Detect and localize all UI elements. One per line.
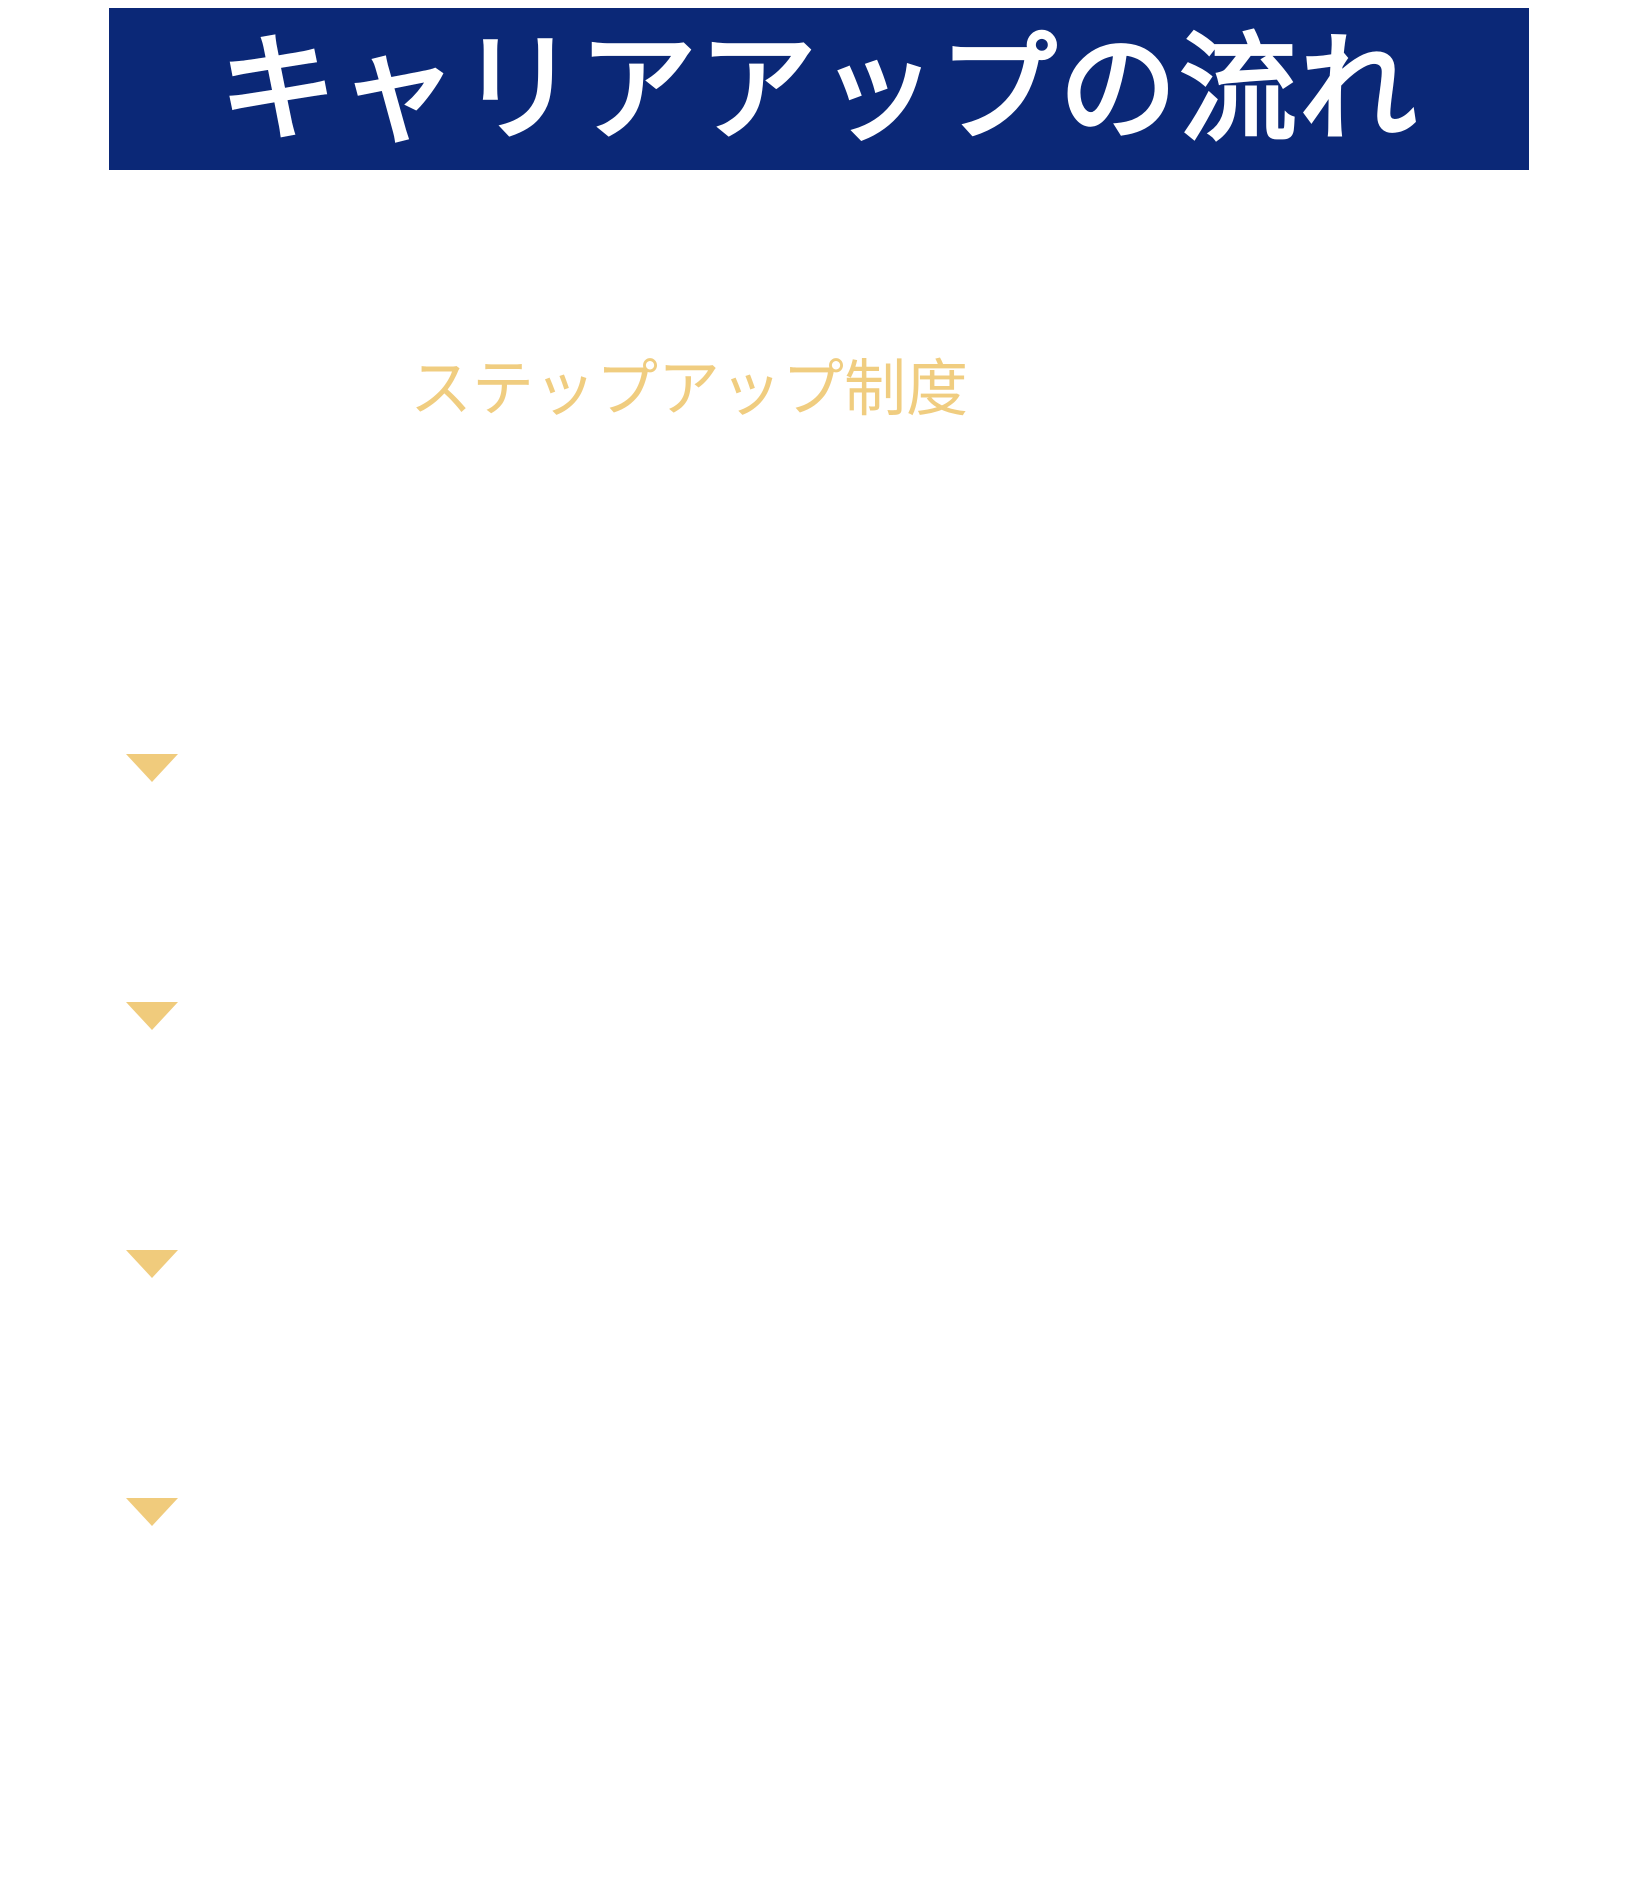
down-arrow-icon — [126, 1002, 178, 1030]
down-arrow-icon — [126, 1498, 178, 1526]
section-subtitle: ステップアップ制度 — [410, 352, 969, 425]
down-arrow-icon — [126, 754, 178, 782]
down-arrow-icon — [126, 1250, 178, 1278]
page-title: キャリアアップの流れ — [218, 19, 1419, 158]
title-banner: キャリアアップの流れ — [109, 8, 1529, 170]
